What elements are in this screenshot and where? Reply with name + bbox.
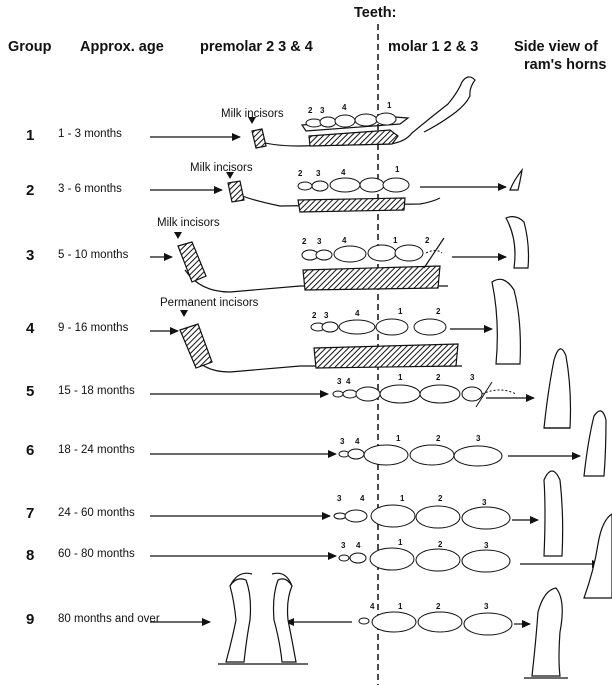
svg-text:2: 2 [436,307,441,316]
svg-text:3: 3 [482,498,487,507]
row6-teeth [339,445,502,466]
row7-teeth [334,505,510,529]
svg-text:4: 4 [341,168,346,177]
svg-text:2: 2 [312,311,317,320]
svg-text:1: 1 [396,434,401,443]
svg-text:2: 2 [302,237,307,246]
row5-teeth [333,385,482,403]
svg-text:4: 4 [370,602,375,611]
svg-text:3: 3 [324,311,329,320]
svg-text:4: 4 [355,309,360,318]
row3-horn-icon [506,217,529,268]
svg-text:3: 3 [337,494,342,503]
row2-horn-icon [510,170,522,190]
incisor-pointer-icon [174,232,182,239]
incisor-pointer-icon [180,310,188,317]
svg-text:3: 3 [316,169,321,178]
row4-upper-teeth [311,319,446,335]
row7-horn-icon [544,471,563,556]
svg-text:3: 3 [340,437,345,446]
svg-text:1: 1 [398,373,403,382]
svg-text:4: 4 [360,494,365,503]
row8-teeth [339,548,510,572]
svg-text:2: 2 [298,169,303,178]
row9-teeth [359,612,512,635]
svg-text:4: 4 [356,541,361,550]
svg-text:3: 3 [341,541,346,550]
row9-incisors-icon [218,573,308,664]
row1-jaw [252,77,475,148]
svg-text:3: 3 [337,377,342,386]
incisor-pointer-icon [248,117,256,124]
svg-text:3: 3 [484,602,489,611]
svg-text:2: 2 [436,434,441,443]
svg-text:3: 3 [476,434,481,443]
svg-text:1: 1 [398,602,403,611]
svg-text:1: 1 [400,494,405,503]
svg-text:1: 1 [387,101,392,110]
svg-text:4: 4 [342,236,347,245]
svg-text:1: 1 [393,236,398,245]
svg-text:2: 2 [438,494,443,503]
svg-text:2: 2 [425,236,430,245]
row2-upper-teeth [298,178,409,192]
svg-text:4: 4 [355,437,360,446]
svg-text:4: 4 [342,103,347,112]
svg-text:3: 3 [470,373,475,382]
svg-text:1: 1 [395,165,400,174]
incisor-pointer-icon [226,172,234,179]
svg-text:2: 2 [438,540,443,549]
row9-horn-icon [532,588,562,676]
svg-text:2: 2 [436,373,441,382]
row3-upper-teeth [302,245,423,262]
svg-text:3: 3 [320,106,325,115]
svg-text:1: 1 [398,538,403,547]
svg-text:3: 3 [484,541,489,550]
row4-horn-icon [492,279,520,364]
svg-text:4: 4 [346,377,351,386]
row6-horn-icon [584,411,606,476]
svg-text:2: 2 [308,106,313,115]
svg-text:3: 3 [317,237,322,246]
row5-horn-icon [544,349,571,428]
row1-upper-teeth [306,113,396,127]
svg-text:2: 2 [436,602,441,611]
row8-horn-icon [584,514,612,598]
svg-text:1: 1 [398,307,403,316]
